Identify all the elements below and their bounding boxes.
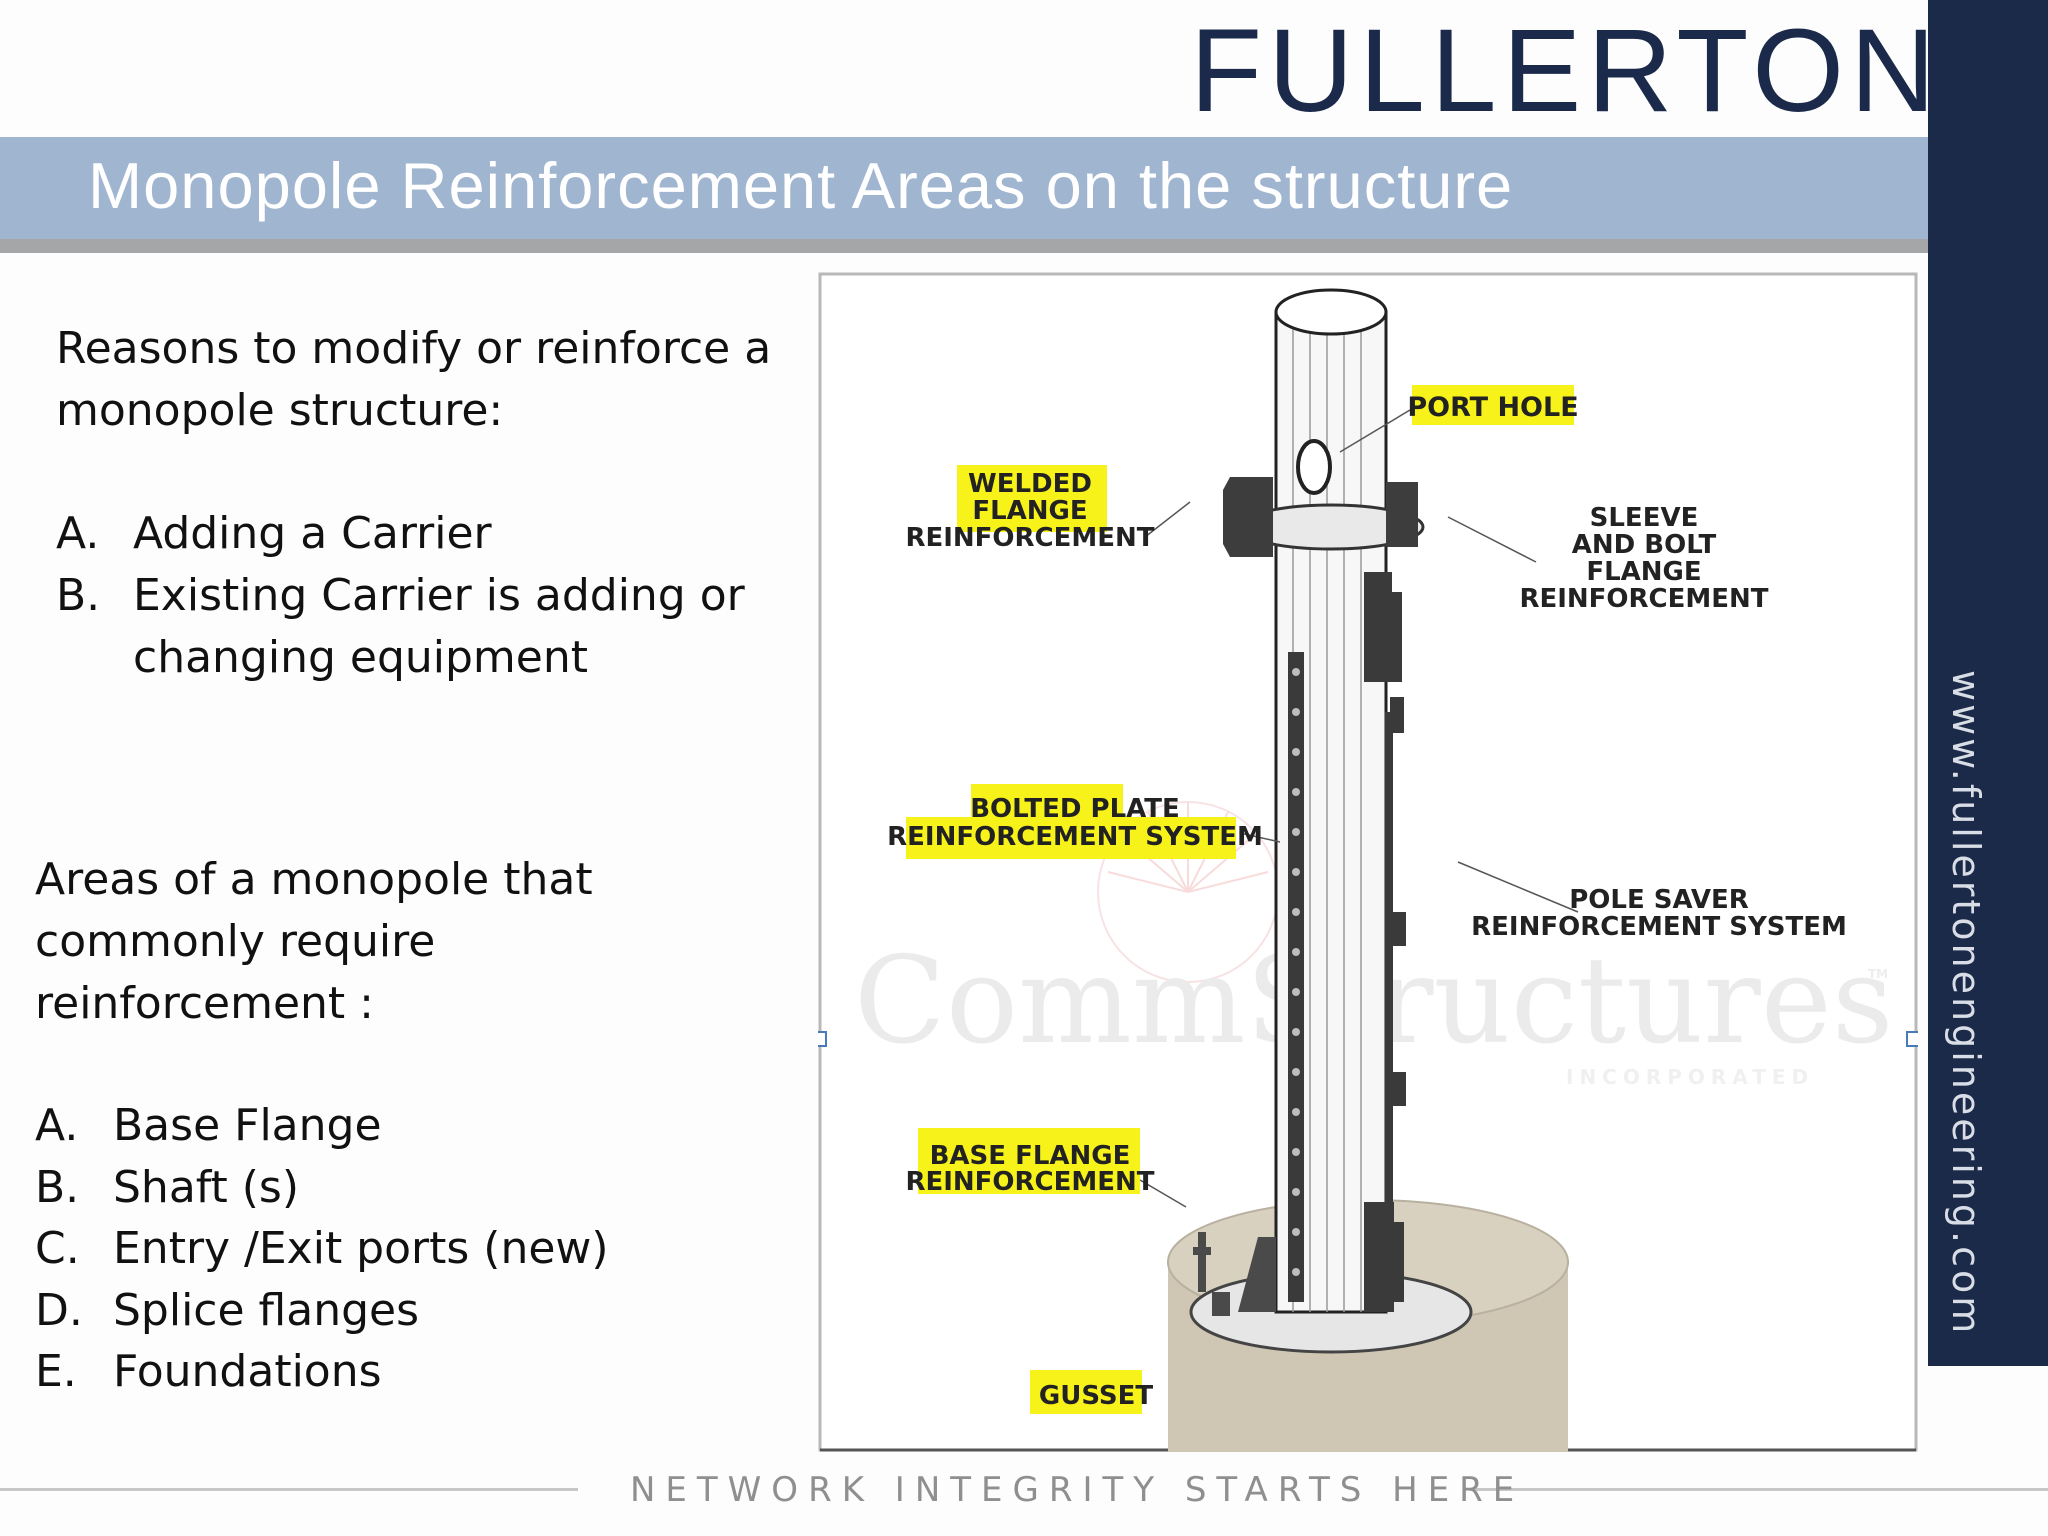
svg-text:REINFORCEMENT: REINFORCEMENT	[905, 523, 1154, 553]
area-text: Foundations	[113, 1346, 382, 1397]
monopole-figure: CommStructures INCORPORATED TM	[815, 272, 1920, 1452]
svg-text:REINFORCEMENT SYSTEM: REINFORCEMENT SYSTEM	[887, 822, 1263, 852]
reason-a-text: Adding a Carrier	[133, 508, 492, 559]
website-url: www.fullertonengineering.com	[1944, 670, 1988, 1337]
sleeve-bolt-flange	[1364, 572, 1404, 733]
bolted-plate	[1288, 652, 1304, 1302]
label-base-flange: BASE FLANGE REINFORCEMENT	[905, 1128, 1155, 1197]
port-hole	[1296, 439, 1332, 495]
list-item: D. Splice flanges	[35, 1280, 595, 1342]
watermark-tm: TM	[1868, 967, 1888, 981]
leader-lines	[1139, 409, 1579, 1208]
footer-rule-left	[0, 1488, 578, 1491]
resize-handle-left	[815, 1031, 827, 1047]
svg-text:REINFORCEMENT: REINFORCEMENT	[1519, 584, 1768, 614]
title-band	[0, 137, 1928, 239]
footer-tagline: NETWORK INTEGRITY STARTS HERE	[630, 1470, 1525, 1510]
area-letter: A.	[35, 1100, 79, 1151]
resize-handle-right	[1906, 1031, 1920, 1047]
gusset	[1193, 1232, 1276, 1316]
watermark-sub: INCORPORATED	[1566, 1065, 1814, 1089]
svg-text:BASE FLANGE: BASE FLANGE	[930, 1141, 1131, 1171]
fullerton-logo: FULLERTON	[1190, 5, 1942, 137]
pole-saver	[1364, 712, 1406, 1312]
areas-intro-line-1: Areas of a monopole that	[35, 854, 593, 905]
slide-title: Monopole Reinforcement Areas on the stru…	[88, 149, 1514, 222]
areas-intro-line-2: commonly require	[35, 916, 436, 967]
svg-text:REINFORCEMENT: REINFORCEMENT	[905, 1167, 1154, 1197]
list-item: B. Shaft (s)	[35, 1157, 595, 1219]
reason-b-text-line-2: changing equipment	[133, 632, 588, 683]
label-welded-flange: WELDED FLANGE REINFORCEMENT	[905, 465, 1155, 553]
reasons-intro-line-2: monopole structure:	[56, 385, 504, 436]
svg-text:GUSSET: GUSSET	[1039, 1381, 1153, 1411]
svg-text:FLANGE: FLANGE	[1586, 557, 1701, 587]
label-gusset: GUSSET	[1030, 1370, 1153, 1414]
footer-rule-right	[1470, 1488, 2048, 1491]
list-item: A. Base Flange	[35, 1095, 595, 1157]
label-port-hole: PORT HOLE	[1407, 385, 1579, 425]
area-text: Entry /Exit ports (new)	[113, 1223, 609, 1274]
title-rule	[0, 239, 1928, 253]
area-text: Shaft (s)	[113, 1161, 299, 1213]
reason-a-letter: A.	[56, 508, 100, 559]
reason-b-text-line-1: Existing Carrier is adding or	[133, 570, 745, 621]
area-text: Splice flanges	[113, 1284, 420, 1336]
list-item: E. Foundations	[35, 1341, 595, 1403]
svg-text:REINFORCEMENT SYSTEM: REINFORCEMENT SYSTEM	[1471, 912, 1847, 942]
list-item: C. Entry /Exit ports (new)	[35, 1218, 609, 1280]
label-sleeve-bolt-flange: SLEEVE AND BOLT FLANGE REINFORCEMENT	[1519, 503, 1768, 614]
svg-text:FLANGE: FLANGE	[972, 496, 1087, 526]
svg-text:WELDED: WELDED	[968, 469, 1092, 499]
svg-text:PORT HOLE: PORT HOLE	[1407, 392, 1578, 423]
svg-text:AND BOLT: AND BOLT	[1572, 530, 1717, 560]
reasons-intro-line-1: Reasons to modify or reinforce a	[56, 323, 772, 374]
areas-list: A. Base Flange B. Shaft (s) C. Entry /Exit …	[35, 1095, 609, 1403]
welded-flange	[1223, 477, 1425, 557]
area-text: Base Flange	[113, 1100, 382, 1151]
svg-text:SLEEVE: SLEEVE	[1590, 503, 1699, 533]
area-letter: E.	[35, 1346, 77, 1397]
area-letter: D.	[35, 1284, 83, 1336]
area-letter: B.	[35, 1161, 80, 1213]
label-pole-saver: POLE SAVER REINFORCEMENT SYSTEM	[1471, 885, 1847, 942]
areas-intro-line-3: reinforcement :	[35, 978, 374, 1029]
label-bolted-plate: BOLTED PLATE REINFORCEMENT SYSTEM	[887, 784, 1263, 859]
svg-text:POLE SAVER: POLE SAVER	[1569, 885, 1749, 915]
area-letter: C.	[35, 1223, 80, 1274]
reason-b-letter: B.	[56, 570, 101, 621]
brand-sidebar	[1928, 0, 2048, 1366]
svg-text:BOLTED PLATE: BOLTED PLATE	[970, 794, 1180, 824]
